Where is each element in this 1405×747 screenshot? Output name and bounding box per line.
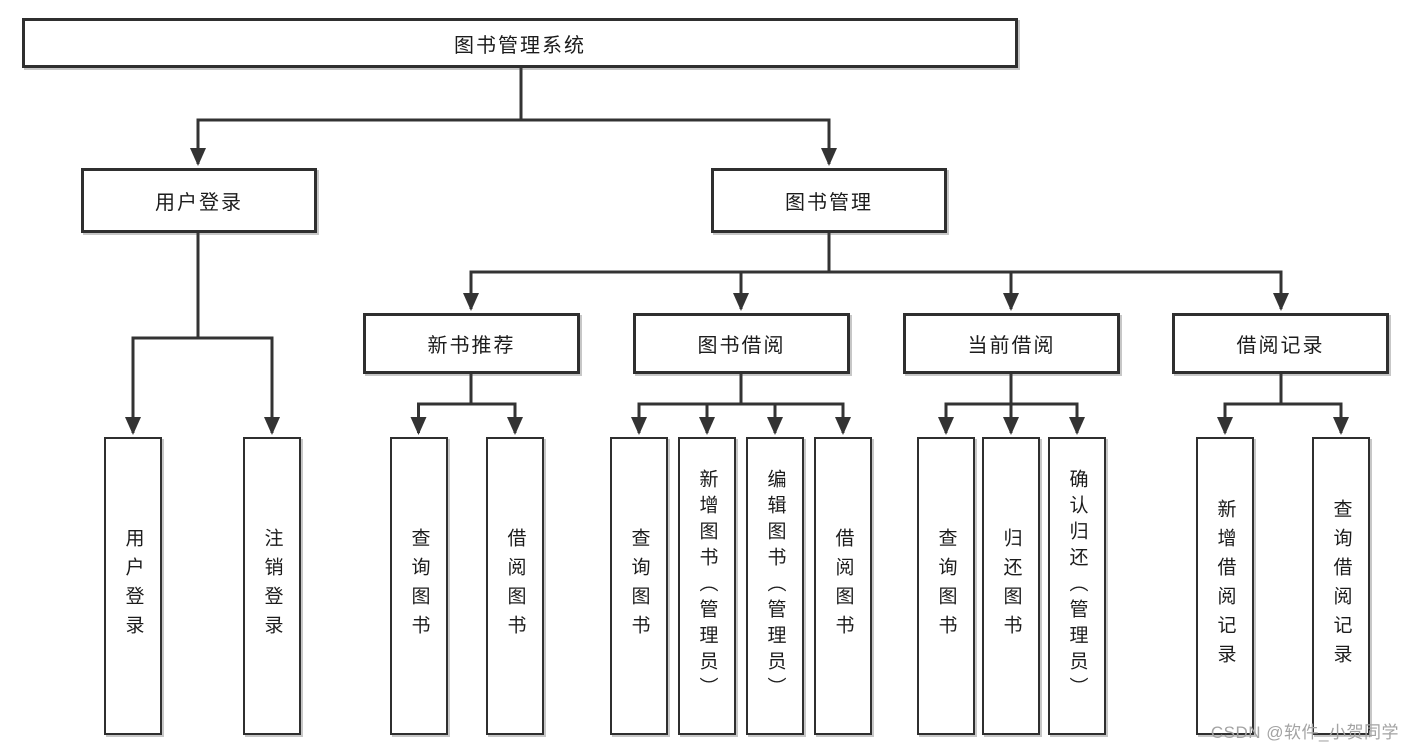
node-borrowing-records: 借阅记录 (1172, 313, 1389, 374)
leaf-label: 借阅图书 (832, 528, 854, 644)
node-label: 图书管理 (785, 192, 873, 214)
leaf-query-borrow-record: 查询借阅记录 (1312, 437, 1370, 735)
leaf-logout: 注销登录 (243, 437, 301, 735)
csdn-watermark: CSDN @软件_小贺同学 (1210, 723, 1399, 742)
leaf-label: 归还图书 (1000, 528, 1022, 644)
leaf-label: 编辑图书（管理员） (764, 469, 786, 703)
node-book-borrowing: 图书借阅 (633, 313, 850, 374)
node-library-management-system: 图书管理系统 (22, 18, 1018, 68)
node-book-management: 图书管理 (711, 168, 947, 233)
node-label: 图书管理系统 (454, 34, 586, 57)
leaf-user-login: 用户登录 (104, 437, 162, 735)
node-label: 借阅记录 (1236, 335, 1325, 357)
node-new-book-recommend: 新书推荐 (363, 313, 580, 374)
leaf-label: 注销登录 (261, 528, 283, 644)
leaf-confirm-return-admin: 确认归还（管理员） (1048, 437, 1106, 735)
leaf-query-books-3: 查询图书 (917, 437, 975, 735)
node-user-login: 用户登录 (81, 168, 317, 233)
node-label: 图书借阅 (697, 335, 786, 357)
leaf-add-borrow-record: 新增借阅记录 (1196, 437, 1254, 735)
leaf-query-books: 查询图书 (390, 437, 448, 735)
node-label: 用户登录 (155, 192, 243, 214)
node-label: 当前借阅 (967, 335, 1056, 357)
leaf-return-book: 归还图书 (982, 437, 1040, 735)
leaf-label: 查询借阅记录 (1330, 499, 1352, 673)
leaf-add-book-admin: 新增图书（管理员） (678, 437, 736, 735)
node-current-borrowing: 当前借阅 (903, 313, 1120, 374)
node-label: 新书推荐 (427, 335, 516, 357)
leaf-query-books-2: 查询图书 (610, 437, 668, 735)
leaf-label: 查询图书 (408, 528, 430, 644)
leaf-label: 查询图书 (935, 528, 957, 644)
leaf-label: 查询图书 (628, 528, 650, 644)
leaf-label: 用户登录 (122, 528, 144, 644)
leaf-borrow-books-2: 借阅图书 (814, 437, 872, 735)
leaf-edit-book-admin: 编辑图书（管理员） (746, 437, 804, 735)
leaf-borrow-books: 借阅图书 (486, 437, 544, 735)
leaf-label: 借阅图书 (504, 528, 526, 644)
leaf-label: 新增借阅记录 (1214, 499, 1236, 673)
leaf-label: 确认归还（管理员） (1066, 469, 1088, 703)
leaf-label: 新增图书（管理员） (696, 469, 718, 703)
